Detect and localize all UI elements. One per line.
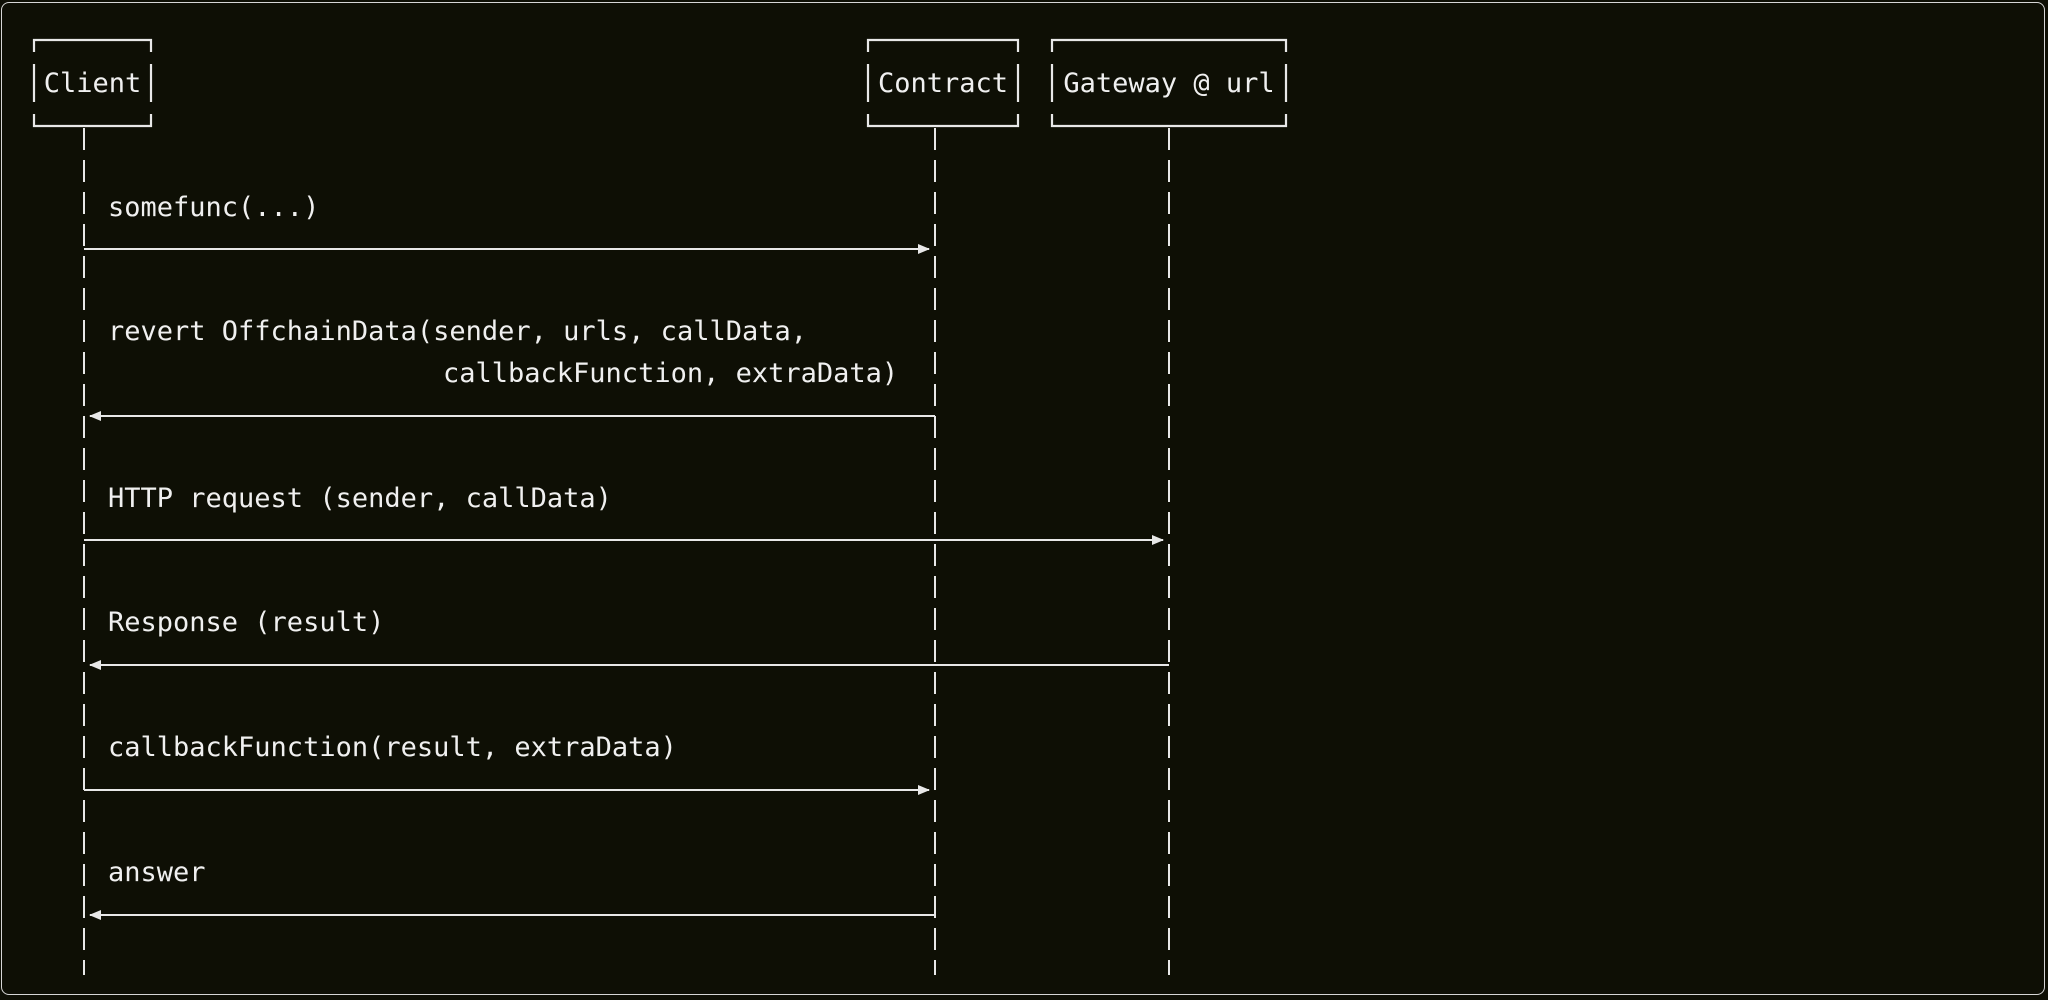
message-label: revert OffchainData(sender, urls, callDa… — [108, 316, 807, 347]
participant-box — [32, 38, 153, 128]
message-label: answer — [108, 857, 206, 888]
participant-box — [866, 38, 1020, 128]
participant-box — [1050, 38, 1288, 128]
participant-client: Client — [32, 38, 153, 128]
message-6: answer — [89, 857, 935, 920]
message-3: HTTP request (sender, callData) — [84, 483, 1164, 545]
participant-gateway: Gateway @ url — [1050, 38, 1288, 128]
participant-label: Client — [44, 68, 142, 99]
message-1: somefunc(...) — [84, 192, 930, 254]
participant-box-sides — [1050, 64, 1288, 102]
message-label: Response (result) — [108, 607, 384, 638]
participant-label: Gateway @ url — [1063, 68, 1274, 99]
message-label: somefunc(...) — [108, 192, 319, 223]
message-label: callbackFunction(result, extraData) — [108, 732, 677, 763]
message-label-continued: callbackFunction, extraData) — [443, 358, 898, 389]
message-2: revert OffchainData(sender, urls, callDa… — [89, 316, 935, 421]
message-4: Response (result) — [89, 607, 1169, 670]
participant-box-sides — [32, 64, 153, 102]
participant-label: Contract — [878, 68, 1008, 99]
message-label: HTTP request (sender, callData) — [108, 483, 612, 514]
participant-box-sides — [866, 64, 1020, 102]
participant-contract: Contract — [866, 38, 1020, 128]
message-5: callbackFunction(result, extraData) — [84, 732, 930, 795]
